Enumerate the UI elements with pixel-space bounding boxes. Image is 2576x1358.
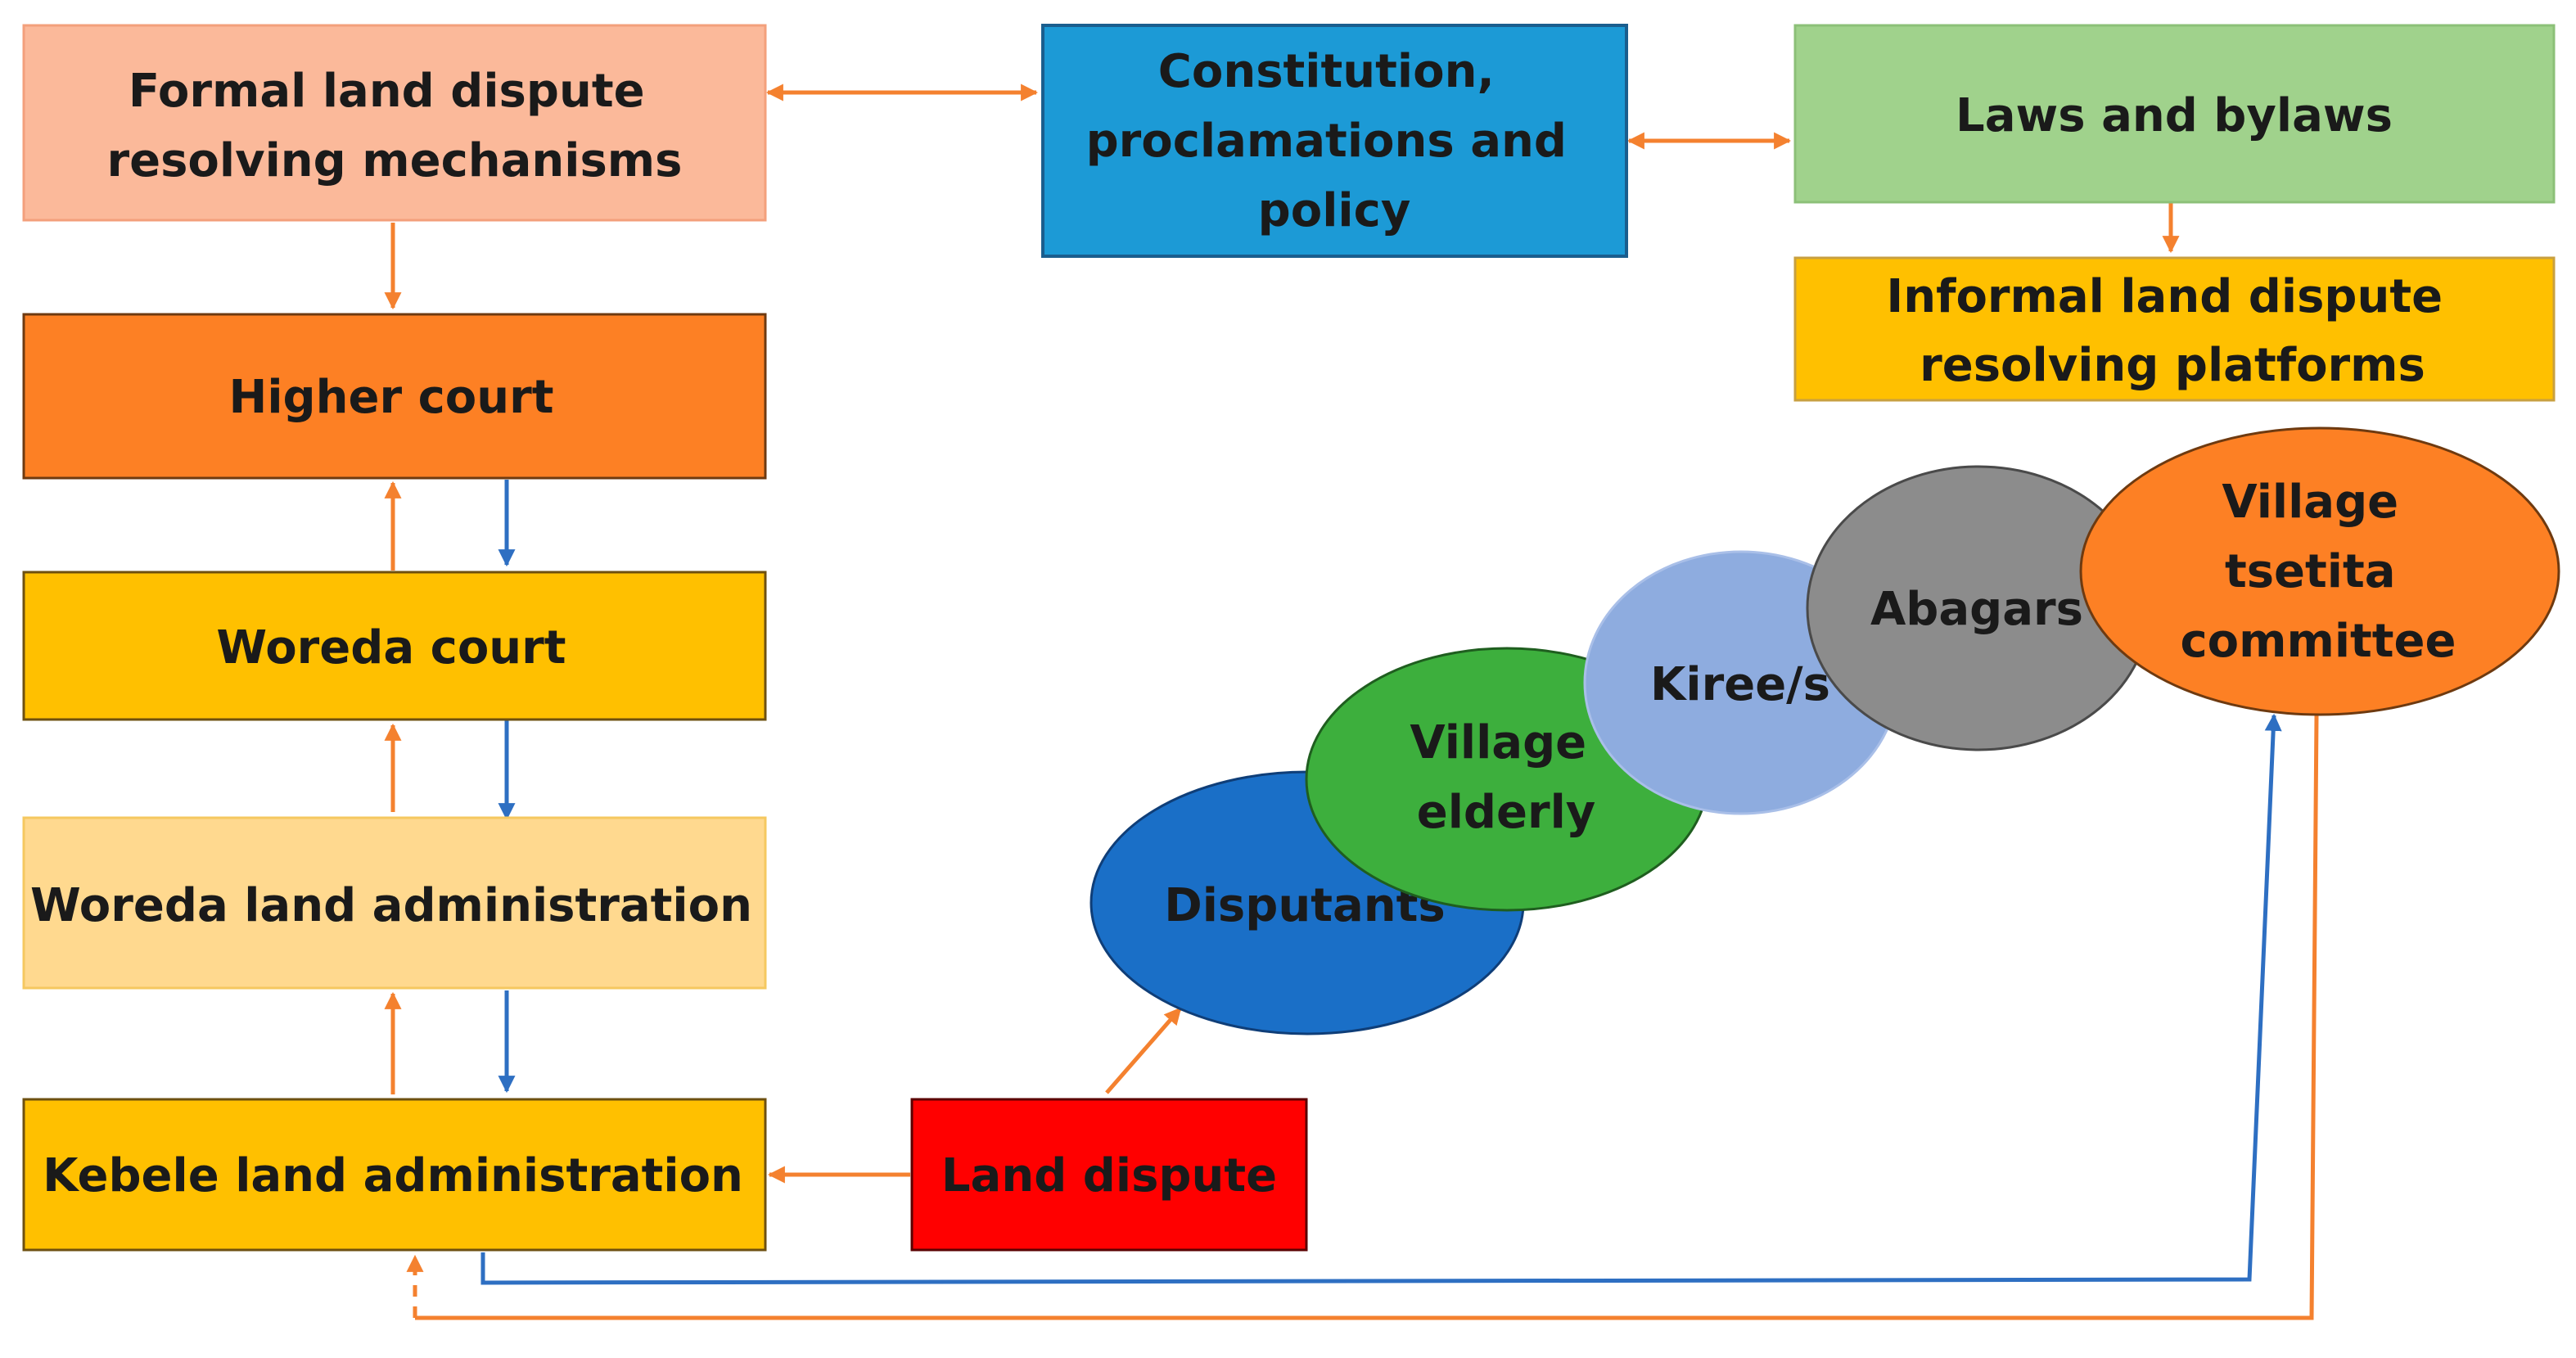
constitution-label-line-3: policy bbox=[1258, 184, 1411, 237]
constitution-box: Constitution, proclamations and policy bbox=[1041, 24, 1628, 258]
informal-platforms-box: Informal land dispute resolving platform… bbox=[1793, 256, 2556, 402]
village-tsetita-label-line-2: tsetita bbox=[2225, 545, 2396, 598]
arrow-kebele-to-village-tsetita bbox=[480, 713, 2282, 1285]
laws-label: Laws and bylaws bbox=[1956, 89, 2393, 142]
svg-text:Constitution, proclamati: Constitution, proclamations and policy bbox=[1086, 45, 1583, 237]
higher-court-box: Higher court bbox=[22, 313, 767, 480]
svg-text:Village tsetita co: Village tsetita committee bbox=[2180, 476, 2456, 668]
constitution-label-line-2: proclamations and bbox=[1086, 115, 1567, 168]
higher-court-label: Higher court bbox=[228, 371, 553, 424]
woreda-court-label: Woreda court bbox=[216, 621, 566, 674]
land-dispute-box: Land dispute bbox=[910, 1098, 1308, 1252]
svg-text:Kebele land administration: Kebele land administration bbox=[43, 1149, 743, 1202]
woreda-land-label: Woreda land administration bbox=[30, 879, 752, 932]
kebele-land-administration-box: Kebele land administration bbox=[22, 1098, 767, 1252]
land-dispute-label: Land dispute bbox=[941, 1149, 1277, 1202]
svg-text:Higher court: Higher court bbox=[228, 371, 553, 424]
informal-label-line-1: Informal land dispute bbox=[1886, 270, 2443, 323]
village-tsetita-committee-ellipse: Village tsetita committee bbox=[2079, 426, 2560, 716]
svg-text:Abagars: Abagars bbox=[1870, 583, 2083, 636]
abagars-label: Abagars bbox=[1870, 583, 2083, 636]
svg-text:Laws and bylaws: Laws and bylaws bbox=[1956, 89, 2393, 142]
svg-text:Formal land dispute reso: Formal land dispute resolving mechanisms bbox=[106, 65, 682, 187]
constitution-label-line-1: Constitution, bbox=[1158, 45, 1495, 98]
laws-and-bylaws-box: Laws and bylaws bbox=[1793, 24, 2556, 204]
village-tsetita-label-line-3: committee bbox=[2180, 615, 2456, 668]
svg-text:Kiree/s: Kiree/s bbox=[1650, 658, 1830, 711]
woreda-court-box: Woreda court bbox=[22, 571, 767, 721]
kebele-label: Kebele land administration bbox=[43, 1149, 743, 1202]
formal-label-line-1: Formal land dispute bbox=[129, 65, 645, 118]
woreda-land-administration-box: Woreda land administration bbox=[22, 816, 767, 990]
svg-text:Woreda land administration: Woreda land administration bbox=[30, 879, 752, 932]
abagars-ellipse: Abagars bbox=[1806, 465, 2151, 751]
svg-text:Informal land dispute re: Informal land dispute resolving platform… bbox=[1886, 270, 2458, 392]
svg-text:Woreda court: Woreda court bbox=[216, 621, 566, 674]
kiree-label: Kiree/s bbox=[1650, 658, 1830, 711]
village-elderly-label-line-2: elderly bbox=[1417, 786, 1596, 839]
informal-label-line-2: resolving platforms bbox=[1920, 339, 2425, 392]
village-tsetita-label-line-1: Village bbox=[2222, 476, 2398, 529]
connectors bbox=[384, 83, 2319, 1320]
svg-text:Village elderly: Village elderly bbox=[1410, 716, 1602, 839]
village-elderly-label-line-1: Village bbox=[1410, 716, 1586, 769]
arrow-village-tsetita-to-kebele bbox=[415, 715, 2319, 1320]
formal-land-dispute-box: Formal land dispute resolving mechanisms bbox=[22, 24, 767, 222]
arrow-land-dispute-to-disputants bbox=[1105, 1007, 1182, 1094]
svg-text:Land dispute: Land dispute bbox=[941, 1149, 1277, 1202]
formal-label-line-2: resolving mechanisms bbox=[106, 134, 682, 187]
